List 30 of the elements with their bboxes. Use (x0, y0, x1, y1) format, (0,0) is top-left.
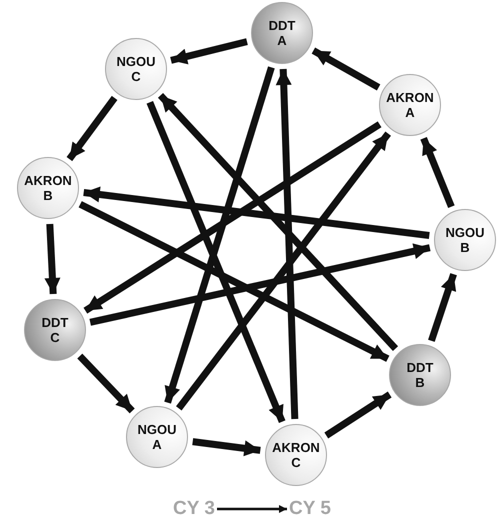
node-label: NGOU A (138, 422, 176, 452)
arrow (146, 100, 286, 424)
arrow (420, 136, 455, 208)
arrow (428, 273, 457, 342)
arrow (84, 121, 382, 314)
arrow (176, 131, 391, 411)
legend-text: CY 3 (173, 498, 215, 520)
arrow (276, 68, 298, 420)
node-label: NGOU B (446, 225, 484, 255)
arrow (44, 224, 60, 294)
node-label: NGOU C (116, 54, 156, 84)
legend-text: CY 5 (289, 498, 331, 520)
arrow (83, 186, 430, 239)
arrow (164, 66, 275, 404)
arrow (192, 438, 261, 456)
node-label: AKRON B (24, 173, 72, 203)
arrow (312, 48, 380, 90)
arrow (78, 201, 390, 362)
node-label: AKRON A (386, 90, 434, 120)
arrow (77, 354, 135, 414)
arrow (217, 505, 287, 513)
node-label: AKRON C (272, 440, 320, 470)
node-label: DDT B (406, 360, 434, 390)
arrow (158, 93, 398, 351)
node-label: DDT C (42, 315, 68, 345)
node-label: DDT A (268, 18, 296, 48)
arrow (66, 96, 118, 162)
arrow (89, 243, 431, 326)
arrow (170, 38, 248, 64)
arrow (324, 392, 392, 438)
